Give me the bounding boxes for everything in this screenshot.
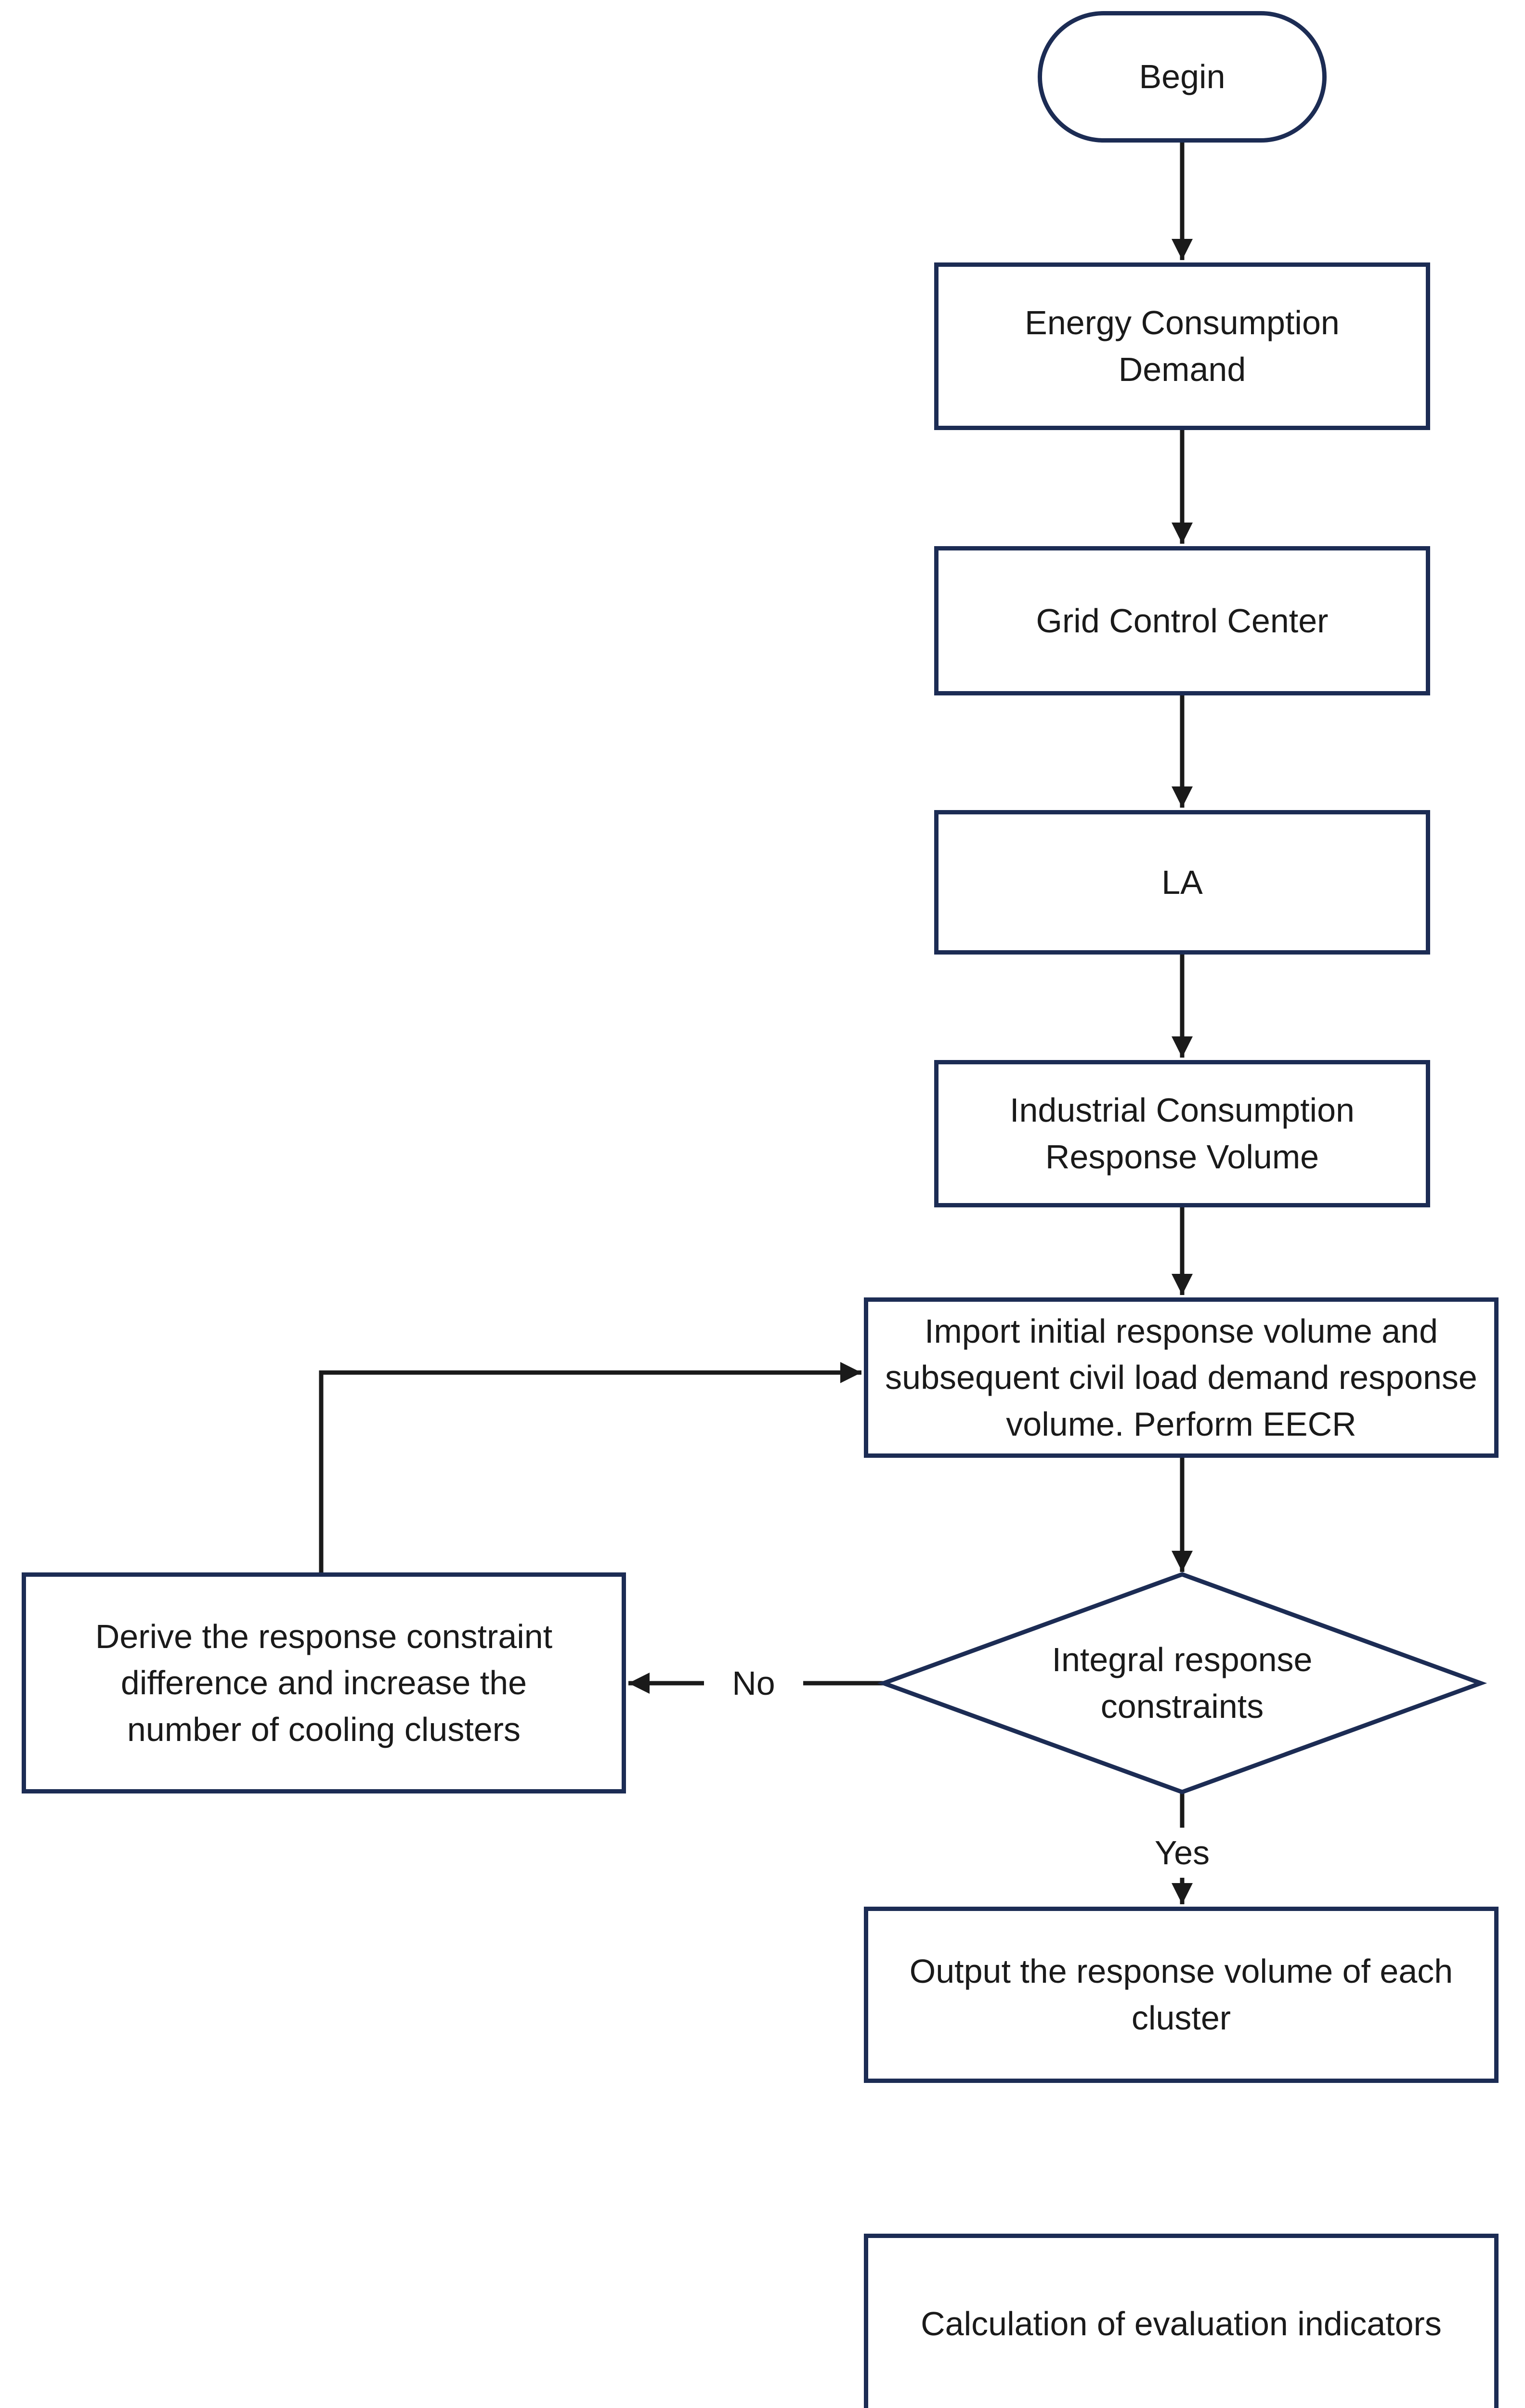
label-line: cluster [1131,1999,1231,2037]
node-la: LA [934,810,1430,955]
decision-diamond-shape [877,1572,1487,1794]
label-line: Response Volume [1045,1138,1319,1176]
label-line: Output the response volume of each [909,1952,1453,1990]
label-line: Import initial response volume and [924,1312,1438,1350]
node-label: Calculation of evaluation indicators [921,2304,1442,2343]
node-label: LA [1161,863,1203,901]
label-line: volume. Perform EECR [1006,1405,1356,1443]
node-grid-control-center: Grid Control Center [934,546,1430,695]
label-line: Industrial Consumption [1010,1091,1355,1129]
node-energy-consumption-demand: Energy Consumption Demand [934,262,1430,430]
node-derive-cooling-clusters: Derive the response constraint differenc… [22,1572,626,1793]
label-line: subsequent civil load demand response [885,1359,1477,1397]
edge-label-yes: Yes [1136,1828,1228,1878]
edge-label-no: No [704,1658,803,1708]
label-line: constraints [1100,1688,1264,1725]
arrow-derive-to-import-loop [319,1362,861,1572]
node-begin: Begin [1038,11,1327,143]
label-line: Derive the response constraint [95,1617,553,1655]
node-import-eecr: Import initial response volume and subse… [864,1297,1499,1458]
node-output-response-volume: Output the response volume of each clust… [864,1907,1499,2083]
node-label: Begin [1139,58,1225,96]
label-line: Demand [1118,351,1246,388]
node-calculation-evaluation-indicators: Calculation of evaluation indicators [864,2234,1499,2408]
label-line: Energy Consumption [1025,304,1340,342]
label-line: difference and increase the [120,1664,527,1702]
label-line: Integral response [1052,1641,1313,1679]
node-industrial-consumption-response-volume: Industrial Consumption Response Volume [934,1060,1430,1207]
label-line: number of cooling clusters [127,1710,521,1748]
node-label: Grid Control Center [1036,602,1329,640]
decision-label: Integral response constraints [941,1623,1423,1744]
